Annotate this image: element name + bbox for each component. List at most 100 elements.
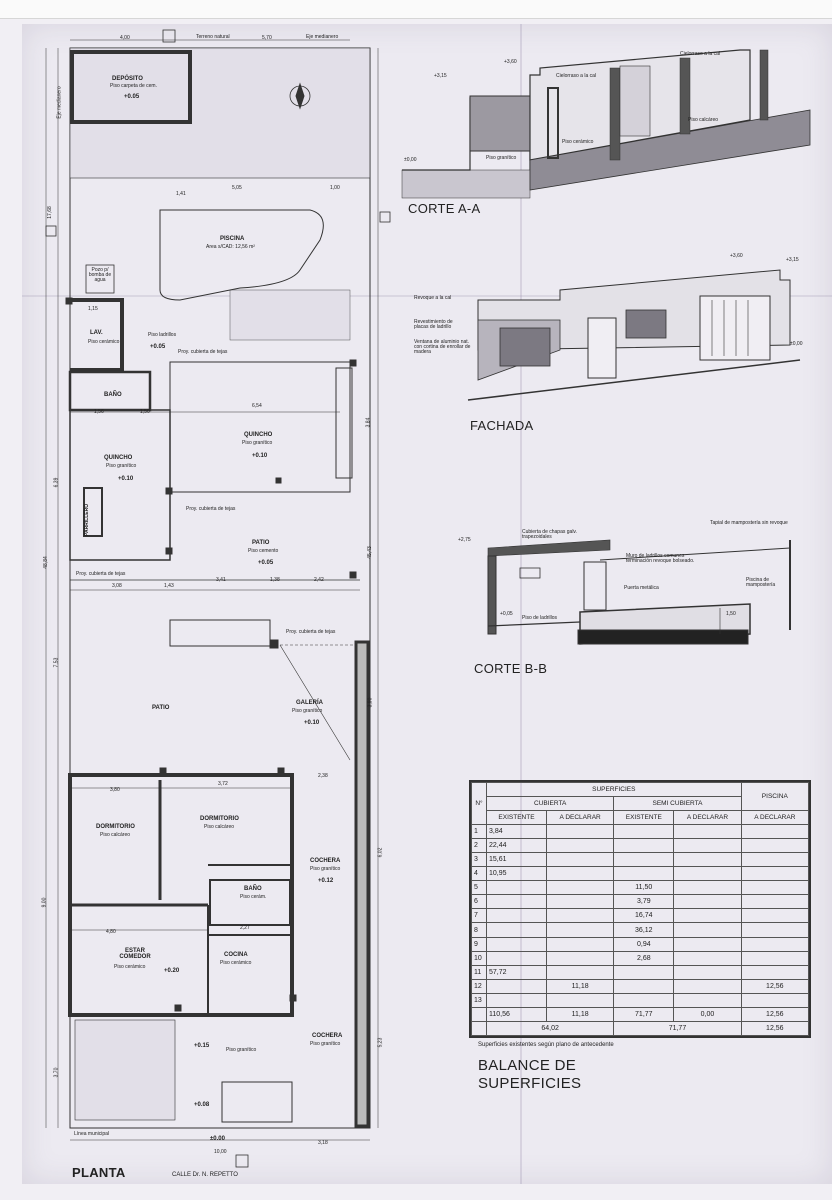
room-piscina-name: PISCINA <box>220 236 245 242</box>
floor-granitico-label: Piso granítico <box>226 1047 257 1053</box>
proy-tejas-label: Proy. cubierta de tejas <box>76 571 126 577</box>
table-cell <box>613 852 675 868</box>
dim-label: 1,56 <box>94 409 104 415</box>
room-galeria-level: +0.10 <box>304 720 320 726</box>
entry-level: +0.08 <box>194 1102 210 1108</box>
room-bano2-floor: Piso cerám. <box>240 894 267 900</box>
table-cell: 11 <box>471 964 487 980</box>
balance-title-line1: BALANCE DE <box>478 1057 577 1074</box>
dim-label: 6,54 <box>252 403 262 409</box>
table-cell <box>740 936 810 952</box>
room-cochera2-name: COCHERA <box>312 1033 343 1039</box>
table-cell <box>673 908 742 924</box>
patio-front-level: +0.15 <box>194 1043 210 1049</box>
room-lav-name: LAV. <box>90 330 103 336</box>
table-cell <box>545 866 615 882</box>
table-cell: 1 <box>471 824 487 840</box>
level-marker: +3,60 <box>730 253 743 259</box>
table-cell: 2 <box>471 838 487 854</box>
table-cell <box>545 992 615 1008</box>
dim-label: 3,41 <box>216 577 226 583</box>
corte-bb-note: Piscina de mampostería <box>746 577 776 588</box>
table-cell <box>486 908 547 924</box>
table-cell <box>486 880 547 896</box>
table-cell <box>471 1006 487 1022</box>
total-cell: 12,56 <box>740 1006 810 1022</box>
room-dormitorio2-floor: Piso calcáreo <box>204 824 235 830</box>
table-cell <box>613 978 675 994</box>
table-cell <box>545 852 615 868</box>
table-cell <box>740 992 810 1008</box>
table-cell <box>471 1020 487 1037</box>
dim-label: 6,39 <box>53 477 60 488</box>
dim-label: 2,38 <box>318 773 328 779</box>
table-cell <box>545 824 615 840</box>
room-quincho-small-floor: Piso granítico <box>106 463 137 469</box>
dim-label: 1,00 <box>330 185 340 191</box>
table-cell: 11,18 <box>545 978 615 994</box>
table-cell <box>740 964 810 980</box>
terreno-natural-label: Terreno natural <box>196 34 230 40</box>
subtotal-cell: 71,77 <box>613 1020 742 1037</box>
dim-label: 5,23 <box>377 1037 384 1048</box>
eje-medianero-label: Eje medianero <box>306 34 339 40</box>
level-marker: ±0,00 <box>790 341 803 347</box>
street-name: CALLE Dr. N. REPETTO <box>172 1172 238 1178</box>
dim-label: 5,70 <box>262 35 272 41</box>
table-cell: 2,68 <box>613 950 675 966</box>
room-deposito-name: DEPÓSITO <box>112 76 143 82</box>
corte-bb-title: CORTE B-B <box>474 661 548 676</box>
plan-title: PLANTA <box>72 1165 126 1180</box>
table-cell: 16,74 <box>613 908 675 924</box>
total-cell: 71,77 <box>613 1006 675 1022</box>
street-level: ±0.00 <box>210 1136 225 1142</box>
dim-label: 3,80 <box>110 787 120 793</box>
room-piscina-area: Area s/CAD: 12,56 m² <box>206 244 255 250</box>
table-cell: 13 <box>471 992 487 1008</box>
table-cell <box>486 978 547 994</box>
dim-label: 3,08 <box>112 583 122 589</box>
floor-ladrillos-label: Piso ladrillos <box>148 332 177 338</box>
room-quincho-small-name: QUINCHO <box>104 455 133 461</box>
room-quincho-small-level: +0.10 <box>118 476 134 482</box>
table-row: 13 <box>471 992 810 1008</box>
room-galeria-name: GALERÍA <box>296 700 323 706</box>
table-cell: 3,79 <box>613 894 675 910</box>
table-cell <box>673 964 742 980</box>
table-cell: 11,50 <box>613 880 675 896</box>
table-cell <box>673 838 742 854</box>
table-cell: 8 <box>471 922 487 938</box>
room-dormitorio2-name: DORMITORIO <box>200 816 239 822</box>
table-cell <box>613 992 675 1008</box>
total-cell: 11,18 <box>545 1006 615 1022</box>
room-estar-level: +0.20 <box>164 968 180 974</box>
table-cell: 5 <box>471 880 487 896</box>
dim-label: 1,38 <box>270 577 280 583</box>
total-cell: 110,56 <box>486 1006 547 1022</box>
corte-bb-note: Cubierta de chapas galv. trapezoidales <box>522 529 577 540</box>
room-quincho-big-floor: Piso granítico <box>242 440 273 446</box>
room-patio2-name: PATIO <box>152 705 170 711</box>
room-cochera1-name: COCHERA <box>310 858 341 864</box>
table-cell: 57,72 <box>486 964 547 980</box>
table-cell <box>545 880 615 896</box>
table-cell <box>673 824 742 840</box>
room-patio-level: +0.05 <box>258 560 274 566</box>
fachada-note: Ventana de aluminio nat. con cortina de … <box>414 339 471 355</box>
table-header: EXISTENTE <box>486 810 547 826</box>
dim-label: 5,05 <box>232 185 242 191</box>
corte-bb-note: Piso de ladrillos <box>522 615 558 621</box>
table-cell: 10 <box>471 950 487 966</box>
table-header: SUPERFICIES <box>486 781 742 798</box>
corte-bb-note: Puerta metálica <box>624 585 659 591</box>
room-estar-name: ESTAR COMEDOR <box>119 948 151 960</box>
level-marker: +2,75 <box>458 537 471 543</box>
table-footnote: Superficies existentes según plano de an… <box>478 1042 614 1048</box>
